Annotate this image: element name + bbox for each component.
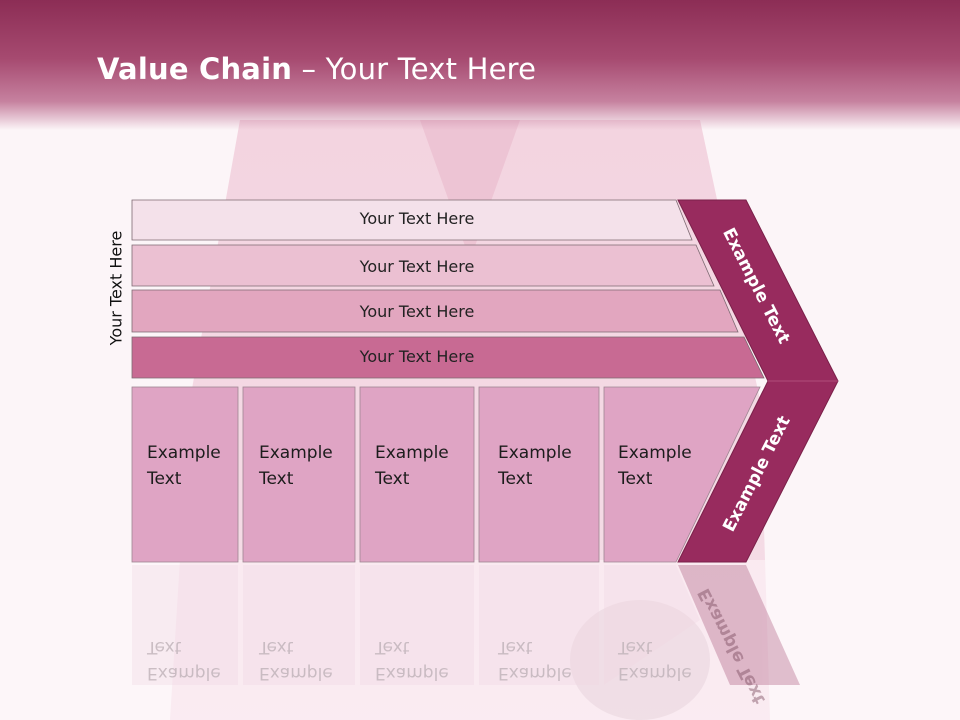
page-title: Value Chain – Your Text Here	[97, 52, 536, 86]
title-rest: – Your Text Here	[292, 52, 537, 86]
band-3-label: Your Text Here	[359, 302, 475, 321]
title-bold: Value Chain	[97, 52, 293, 86]
band-1[interactable]	[131, 199, 693, 241]
cell-4[interactable]	[478, 386, 600, 563]
cell-1[interactable]	[131, 386, 239, 563]
band-3[interactable]	[131, 289, 739, 333]
cell-2[interactable]	[242, 386, 356, 563]
band-4-label: Your Text Here	[359, 347, 475, 366]
band-2-label: Your Text Here	[359, 257, 475, 276]
cell-3[interactable]	[359, 386, 475, 563]
title-bar	[0, 0, 960, 130]
reflection	[132, 565, 800, 685]
cell-5[interactable]	[603, 386, 761, 563]
band-1-label: Your Text Here	[359, 209, 475, 228]
band-2[interactable]	[131, 244, 715, 287]
band-4[interactable]	[131, 336, 765, 379]
